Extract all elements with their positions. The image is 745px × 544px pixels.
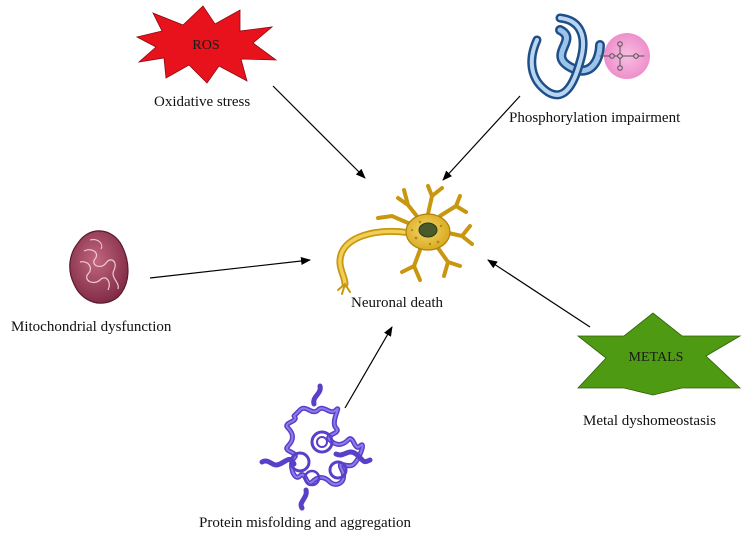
mitochondrion-icon [69, 230, 129, 304]
starburst-icon: ROS [135, 5, 278, 84]
arrow-phospho-to-neuron [442, 95, 521, 181]
metal-dyshomeostasis-label: Metal dyshomeostasis [583, 413, 716, 429]
center-label: Neuronal death [351, 295, 444, 311]
protein-misfolding-label: Protein misfolding and aggregation [199, 515, 412, 531]
oxidative-stress-label: Oxidative stress [154, 94, 251, 110]
star-badge-icon: METALS [576, 312, 742, 396]
arrow-metals-to-neuron [487, 259, 591, 328]
phosphorylated-protein-icon [527, 13, 650, 100]
protein-aggregate-icon [259, 383, 373, 511]
mitochondrial-dysfunction-label: Mitochondrial dysfunction [11, 319, 172, 335]
ros-badge: ROS [192, 38, 219, 53]
neuron-icon [336, 184, 474, 295]
arrow-mito-to-neuron [149, 257, 311, 279]
arrow-protein-to-neuron [344, 326, 393, 409]
phosphorylation-impairment-label: Phosphorylation impairment [509, 110, 681, 126]
arrow-ros-to-neuron [272, 85, 366, 179]
metals-badge: METALS [629, 350, 684, 365]
